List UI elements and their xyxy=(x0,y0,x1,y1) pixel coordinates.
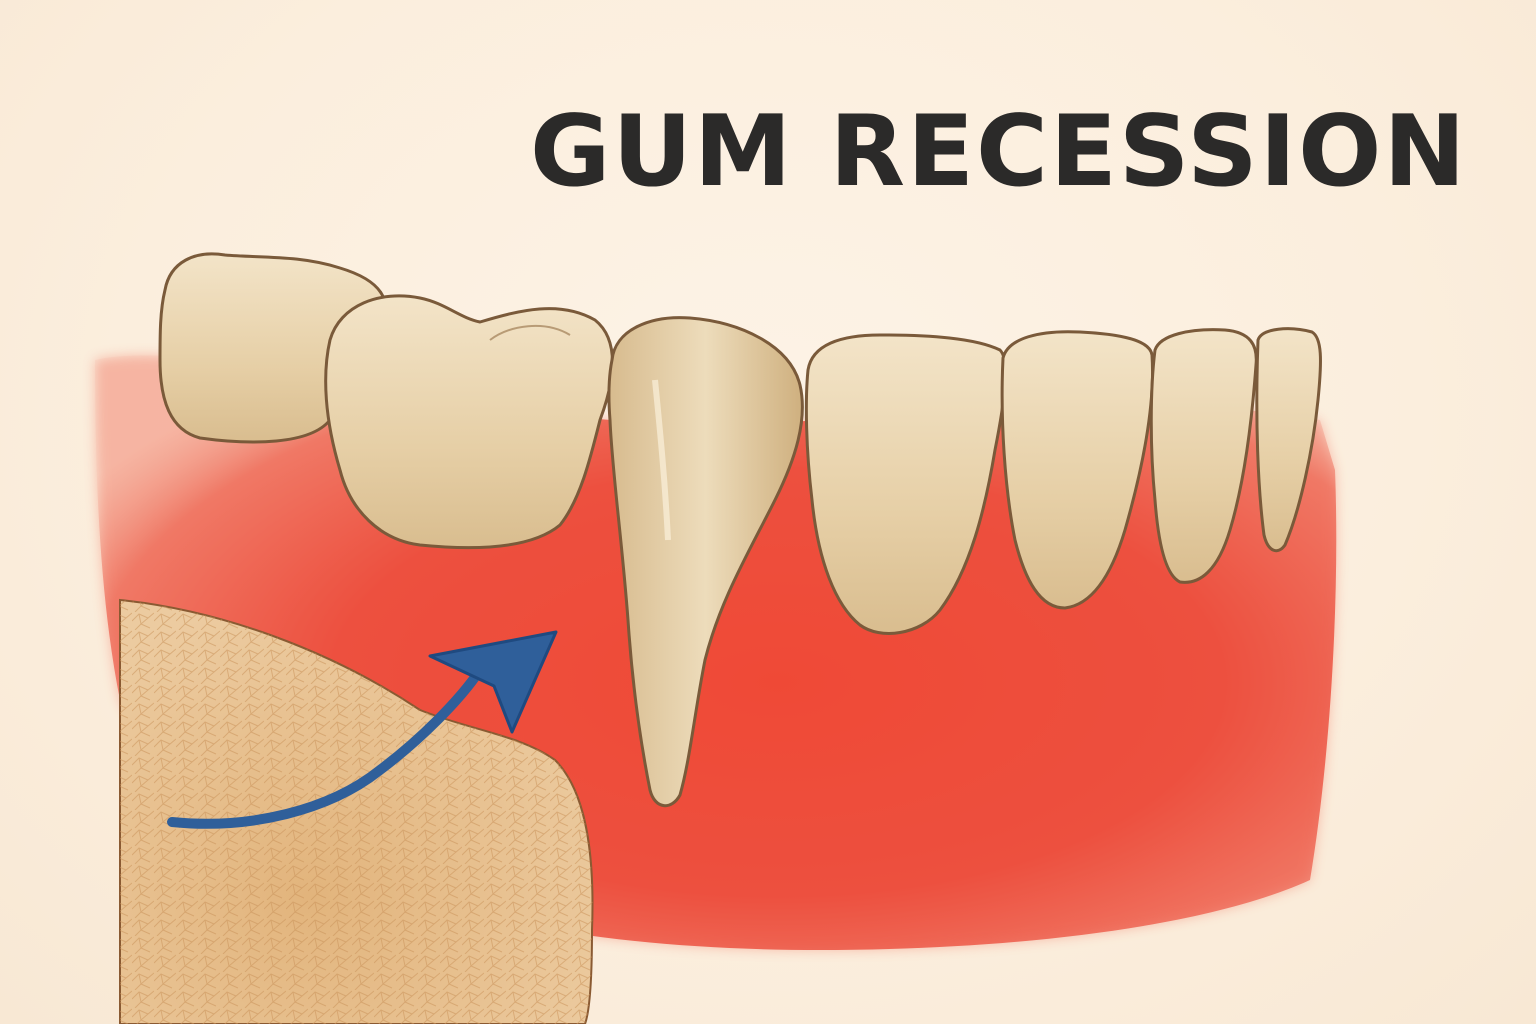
tooth-incisor-4 xyxy=(1255,327,1322,553)
tooth-incisor-2 xyxy=(1000,330,1154,610)
tooth-canine-exposed-root xyxy=(607,316,804,808)
tooth-incisor-1 xyxy=(804,333,1007,635)
curved-arrow-icon xyxy=(167,630,558,829)
tooth-incisor-3 xyxy=(1149,328,1258,584)
page-title: GUM RECESSION xyxy=(530,95,1468,209)
tooth-premolar xyxy=(324,294,614,550)
